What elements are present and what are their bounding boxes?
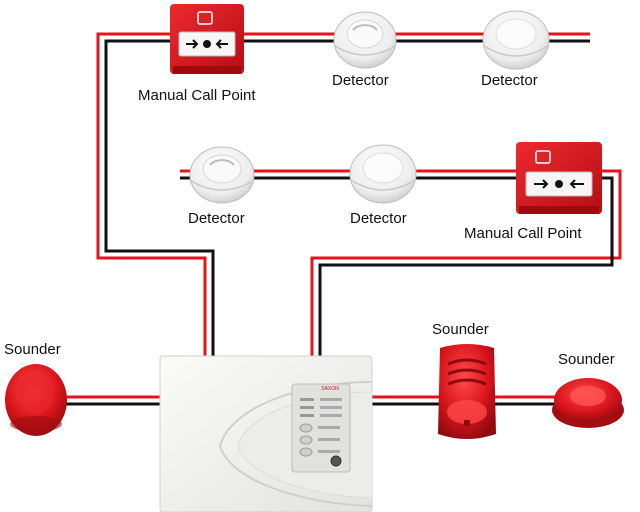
- detector-mid-2: [349, 144, 417, 204]
- label-manual-call-point-top: Manual Call Point: [138, 87, 256, 104]
- panel-indicator-leds: [300, 398, 342, 417]
- label-detector-mid-2: Detector: [350, 210, 407, 227]
- label-sounder-right-1: Sounder: [432, 321, 489, 338]
- fire-alarm-control-panel: SAXON: [159, 355, 373, 512]
- detector-top-2: [482, 10, 550, 70]
- sounder-right-2: [552, 378, 624, 428]
- wiring-sounder-left: [60, 395, 160, 406]
- label-sounder-right-2: Sounder: [558, 351, 615, 368]
- label-detector-top-1: Detector: [332, 72, 389, 89]
- label-manual-call-point-mid: Manual Call Point: [464, 225, 582, 242]
- label-sounder-left: Sounder: [4, 341, 61, 358]
- wiring-loop-2: [180, 169, 622, 360]
- sounder-right-1: [438, 344, 496, 439]
- panel-key-switch: [330, 455, 342, 467]
- fire-symbol-icon: [197, 11, 213, 25]
- detector-mid-1: [189, 146, 255, 204]
- wiring-loop-1: [96, 32, 590, 360]
- label-detector-mid-1: Detector: [188, 210, 245, 227]
- sounder-left: [5, 364, 67, 436]
- manual-call-point-top: [170, 4, 244, 74]
- label-detector-top-2: Detector: [481, 72, 538, 89]
- fire-symbol-icon: [535, 150, 551, 164]
- manual-call-point-mid: [516, 142, 602, 214]
- detector-top-1: [333, 11, 397, 69]
- panel-brand: SAXON: [321, 386, 339, 392]
- panel-buttons: [299, 423, 340, 457]
